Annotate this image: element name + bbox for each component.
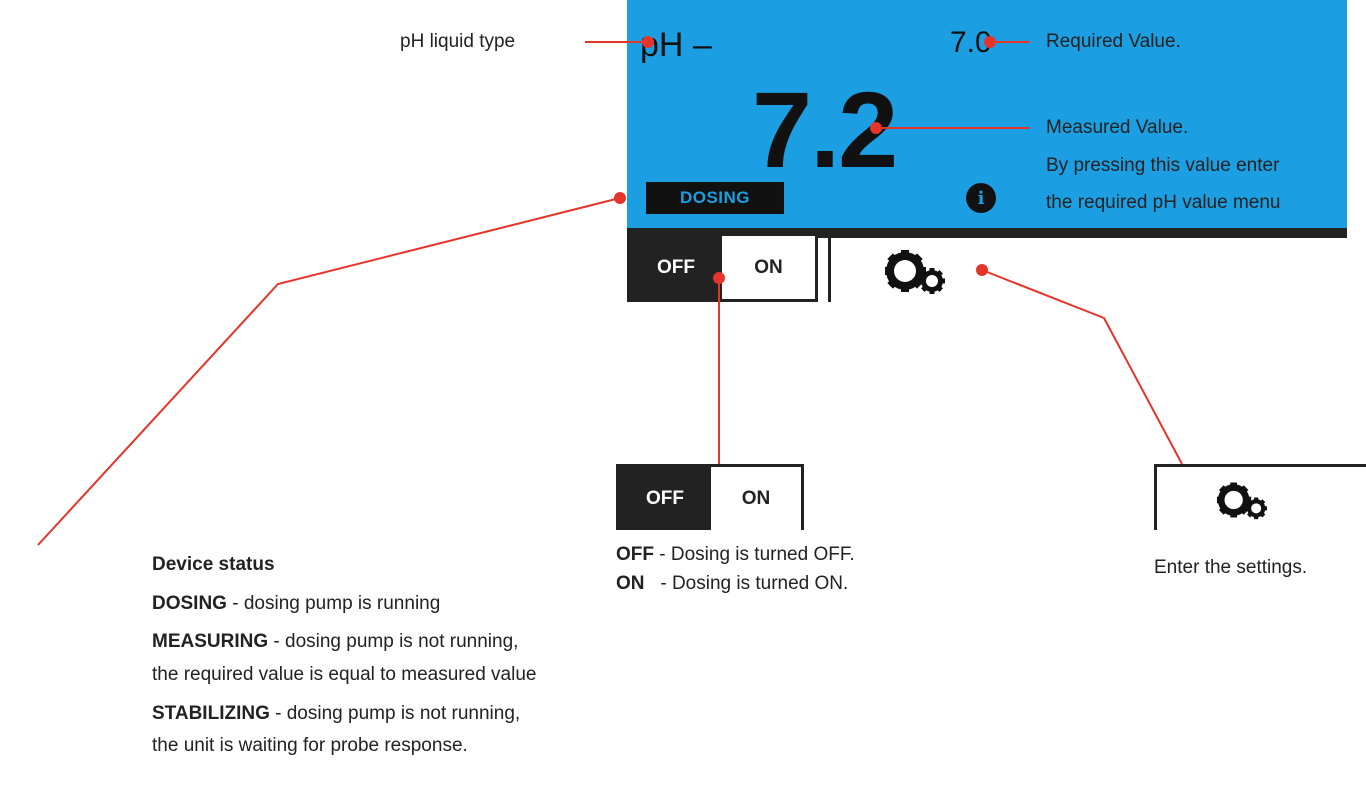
gear-icon (1216, 477, 1277, 528)
dosing-toggle[interactable]: OFF ON (627, 236, 818, 302)
off-desc: - Dosing is turned OFF. (654, 544, 855, 565)
measuring-desc-2: the required value is equal to measured … (152, 664, 537, 686)
legend-toggle-on: ON (711, 467, 801, 530)
toggle-legend: OFF - Dosing is turned OFF. ON - Dosing … (616, 540, 855, 599)
on-desc: - Dosing is turned ON. (644, 573, 849, 595)
device-status-heading: Device status (152, 554, 275, 575)
dosing-term: DOSING (152, 592, 227, 614)
legend-toggle-off: OFF (619, 467, 711, 530)
stabilizing-desc: - dosing pump is not running, (269, 702, 521, 724)
required-value-callout: Required Value. (1046, 31, 1181, 52)
device-status-legend: Device status DOSING - dosing pump is ru… (152, 553, 536, 759)
toggle-off-option[interactable]: OFF (630, 236, 722, 299)
legend-toggle-illustration: OFF ON (616, 464, 804, 530)
status-badge: DOSING (646, 182, 784, 214)
liquid-type-callout: pH liquid type (400, 31, 516, 52)
measuring-term: MEASURING (152, 631, 269, 653)
measuring-desc: - dosing pump is not running, (268, 631, 519, 653)
toggle-on-option[interactable]: ON (722, 236, 815, 299)
settings-legend-text: Enter the settings. (1154, 557, 1308, 578)
info-icon[interactable]: i (966, 183, 996, 213)
dosing-desc: - dosing pump is running (226, 592, 441, 614)
settings-button[interactable] (828, 236, 1347, 302)
on-term: ON (616, 573, 645, 595)
off-term: OFF (616, 544, 654, 565)
measured-value-callout-line3: the required pH value menu (1046, 192, 1281, 213)
measured-value-callout-line1: Measured Value. (1046, 117, 1189, 138)
measured-value-callout-line2: By pressing this value enter (1046, 155, 1280, 176)
screen-bottom-bar (627, 228, 1347, 238)
stabilizing-desc-2: the unit is waiting for probe response. (152, 735, 468, 757)
stabilizing-term: STABILIZING (152, 702, 270, 724)
gear-icon (884, 248, 957, 299)
legend-settings-illustration (1154, 464, 1366, 530)
